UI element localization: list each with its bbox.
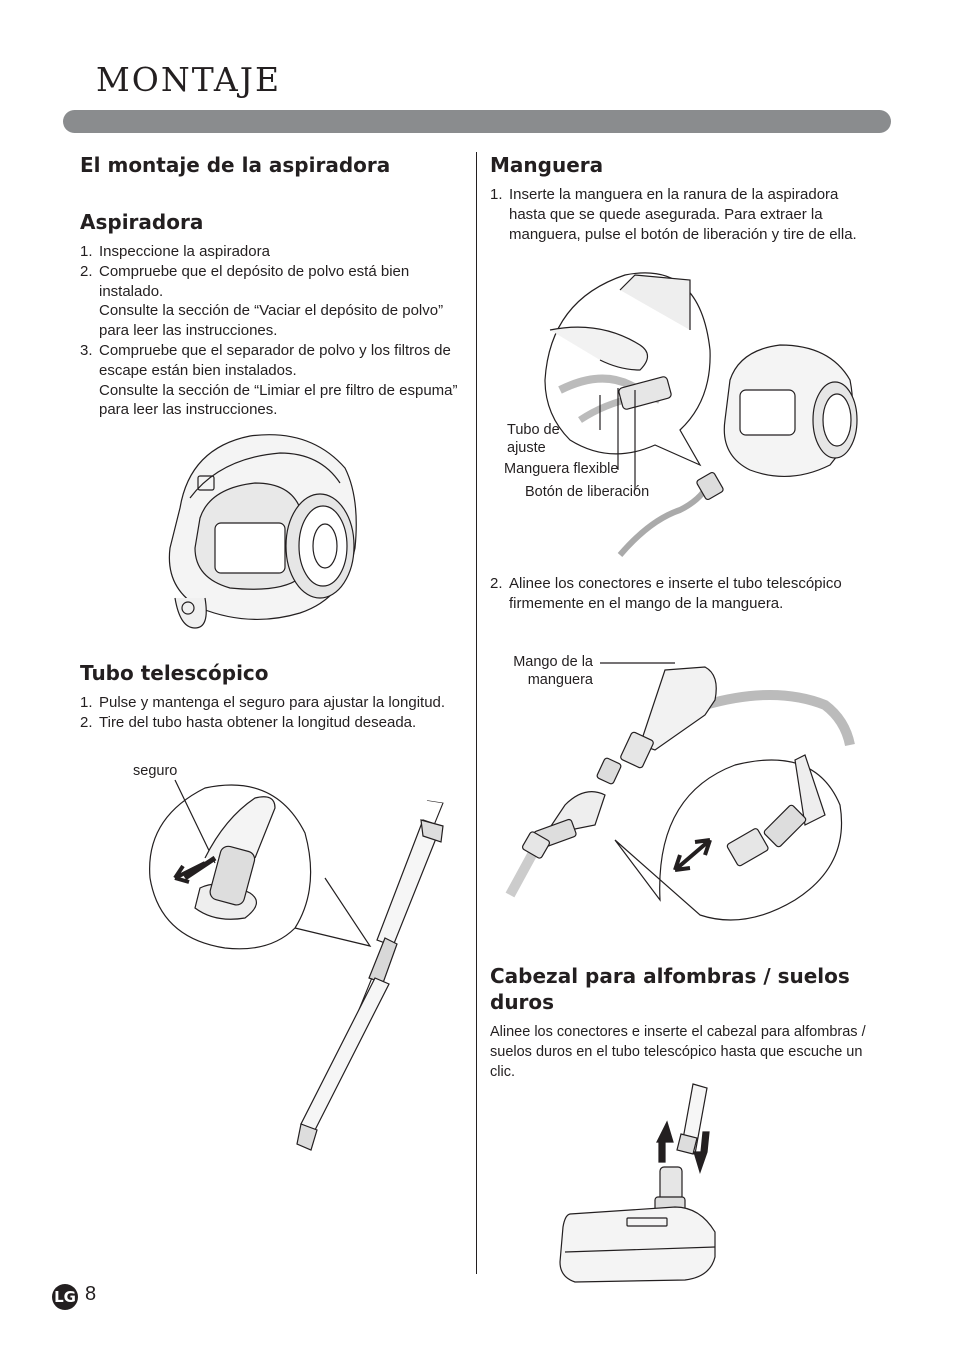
list-item: 1. Pulse y mantenga el seguro para ajust… (80, 694, 446, 711)
list-item: 2. Compruebe que el depósito de polvo es… (80, 262, 444, 340)
page-number: 8 (85, 1283, 97, 1305)
column-divider (476, 152, 477, 1274)
aspiradora-steps: 1. Inspeccione la aspiradora 2. Comprueb… (80, 242, 460, 420)
section-heading-cabezal: Cabezal para alfombras / suelos duros (490, 964, 850, 1014)
lg-logo-icon: LG (52, 1284, 78, 1310)
manguera-step-2: 2. Alinee los conectores e inserte el tu… (490, 574, 875, 614)
list-item: 1. Inserte la manguera en la ranura de l… (490, 186, 857, 243)
header-bar (63, 110, 891, 133)
telescopic-tube-illustration (149, 779, 444, 1151)
list-item: 2. Alinee los conectores e inserte el tu… (490, 575, 842, 612)
list-item: 2. Tire del tubo hasta obtener la longit… (80, 713, 417, 731)
manguera-step-1: 1. Inserte la manguera en la ranura de l… (490, 185, 875, 244)
cabezal-instructions: Alinee los conectores e inserte el cabez… (490, 1024, 866, 1080)
label-manguera-flexible: Manguera flexible (504, 461, 619, 477)
vacuum-illustration (168, 434, 357, 629)
floor-head-illustration (559, 1083, 716, 1283)
list-item: 1. Inspeccione la aspiradora (80, 243, 270, 260)
page-title: MONTAJE (96, 60, 282, 99)
section-heading-montaje: El montaje de la aspiradora (80, 153, 391, 177)
section-heading-tubo: Tubo telescópico (80, 661, 269, 685)
hose-insertion-illustration (544, 272, 858, 557)
hose-handle-illustration (505, 662, 855, 921)
list-item: 3. Compruebe que el separador de polvo y… (80, 341, 458, 419)
label-tubo-ajuste-2: ajuste (507, 440, 546, 456)
section-heading-aspiradora: Aspiradora (80, 210, 204, 234)
tubo-steps: 1. Pulse y mantenga el seguro para ajust… (80, 693, 460, 733)
label-tubo-ajuste: Tubo de (507, 422, 560, 438)
section-heading-manguera: Manguera (490, 153, 604, 177)
label-seguro: seguro (133, 763, 178, 779)
label-boton-liberacion: Botón de liberación (525, 484, 650, 500)
